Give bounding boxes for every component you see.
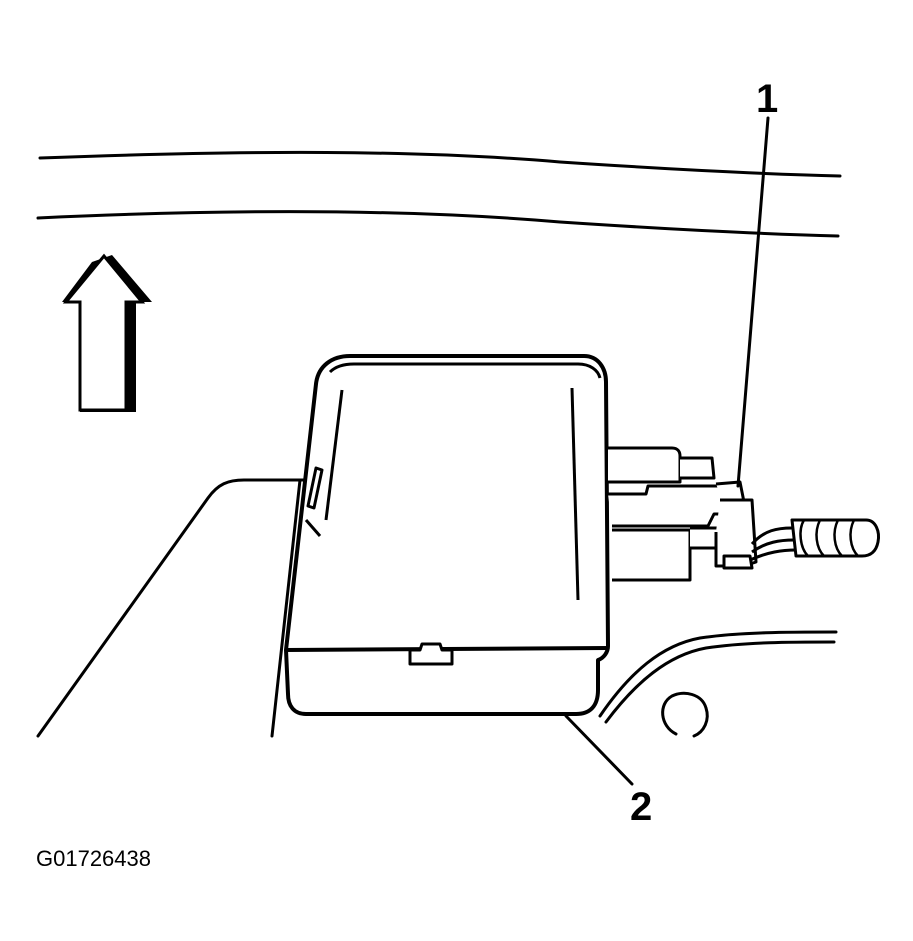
callout-label-1: 1 — [756, 77, 778, 121]
mounting-surface — [36, 478, 312, 738]
module-edge-right — [570, 387, 580, 601]
callout-label-2: 2 — [630, 785, 652, 829]
connector-upper — [608, 446, 682, 484]
module-body — [284, 354, 610, 716]
connector-lower — [612, 528, 692, 582]
module-edge-left — [324, 389, 344, 521]
connector-upper-latch — [680, 456, 716, 480]
surface-left-edge — [36, 478, 312, 738]
panel-edge-upper — [38, 150, 842, 178]
leader-lines — [564, 116, 770, 786]
panel-edge-lower — [36, 210, 840, 238]
contour-inner — [604, 640, 836, 724]
figure-id: G01726438 — [36, 846, 151, 871]
up-arrow-icon — [62, 253, 152, 412]
surface-left-inner — [270, 478, 302, 738]
leader-line-1 — [736, 116, 770, 488]
harness-tape-wrap — [799, 519, 859, 557]
module-top-highlight — [328, 362, 602, 379]
vehicle-panel-lines — [36, 150, 842, 238]
terminal-cap — [722, 554, 754, 570]
mounting-hole — [661, 691, 709, 738]
module-notch — [304, 466, 324, 537]
harness-wires — [749, 526, 797, 562]
contour-outer — [598, 630, 838, 718]
connector-harness — [608, 446, 880, 582]
floor-contours — [598, 630, 838, 738]
connector-middle — [608, 484, 730, 528]
module-clip — [408, 642, 454, 666]
module-outline — [284, 354, 610, 716]
leader-line-2 — [564, 714, 634, 786]
